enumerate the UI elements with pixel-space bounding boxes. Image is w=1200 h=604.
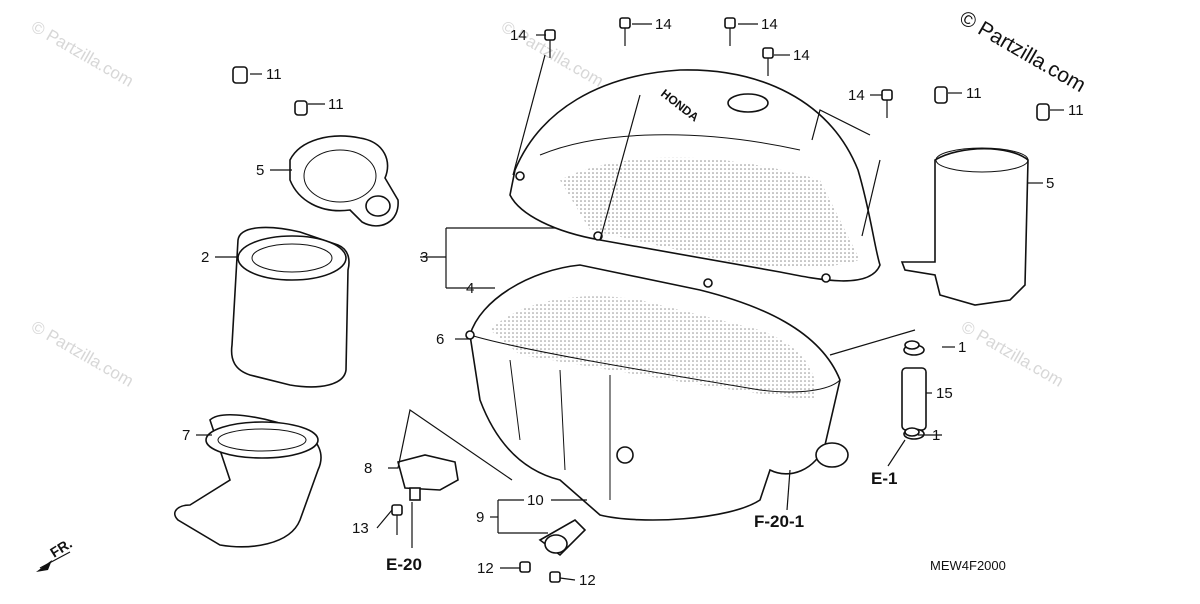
watermark-1: © Partzilla.com xyxy=(28,17,137,91)
callout-11-right-a: 11 xyxy=(966,85,982,102)
callout-11-right-b: 11 xyxy=(1068,102,1084,119)
callout-14-e: 14 xyxy=(848,87,865,104)
copyright-text: © Partzilla.com xyxy=(956,6,1090,97)
air-cleaner-case xyxy=(465,264,849,521)
watermark-4: © Partzilla.com xyxy=(958,317,1067,391)
callout-9: 9 xyxy=(476,509,484,526)
reference-e20: E-20 xyxy=(386,555,422,574)
callout-15: 15 xyxy=(936,385,953,402)
callout-12-left: 12 xyxy=(477,560,494,577)
sensor-part xyxy=(397,454,459,501)
callout-1-upper: 1 xyxy=(958,339,966,356)
diagram-code: MEW4F2000 xyxy=(930,558,1006,573)
callout-8: 8 xyxy=(364,460,372,477)
air-filter-element xyxy=(230,226,350,388)
callout-13: 13 xyxy=(352,520,369,537)
leader-lines xyxy=(36,23,1064,581)
callout-4: 4 xyxy=(466,280,474,297)
reference-e1: E-1 xyxy=(871,469,897,488)
callout-10: 10 xyxy=(527,492,544,509)
callout-11-left-lower: 11 xyxy=(328,96,344,113)
callout-3: 3 xyxy=(420,249,428,266)
callout-14-c: 14 xyxy=(761,16,778,33)
direction-marker: FR. xyxy=(47,535,75,561)
watermark-3: © Partzilla.com xyxy=(28,317,137,391)
callout-5-left: 5 xyxy=(256,162,264,179)
callout-5-right: 5 xyxy=(1046,175,1054,192)
callout-14-b: 14 xyxy=(655,16,672,33)
callout-2: 2 xyxy=(201,249,209,266)
joint-part xyxy=(538,519,587,557)
callout-14-d: 14 xyxy=(793,47,810,64)
collar-part-right xyxy=(900,147,1029,306)
reference-f201: F-20-1 xyxy=(754,512,804,531)
air-cleaner-cover: HONDA xyxy=(509,69,881,288)
reference-labels: E-1 E-20 F-20-1 xyxy=(386,469,897,574)
bolts-group xyxy=(232,17,1050,583)
callout-7: 7 xyxy=(182,427,190,444)
drain-tube xyxy=(901,344,927,440)
intake-duct xyxy=(174,414,322,548)
callout-14-a: 14 xyxy=(510,27,527,44)
callout-1-lower: 1 xyxy=(932,427,940,444)
collar-part-left xyxy=(289,135,399,227)
callout-11-left-upper: 11 xyxy=(266,66,282,83)
callout-12-right: 12 xyxy=(579,572,596,589)
callout-labels: 11 11 5 2 7 14 14 14 14 14 11 11 5 3 4 6… xyxy=(182,16,1084,589)
callout-6: 6 xyxy=(436,331,444,348)
